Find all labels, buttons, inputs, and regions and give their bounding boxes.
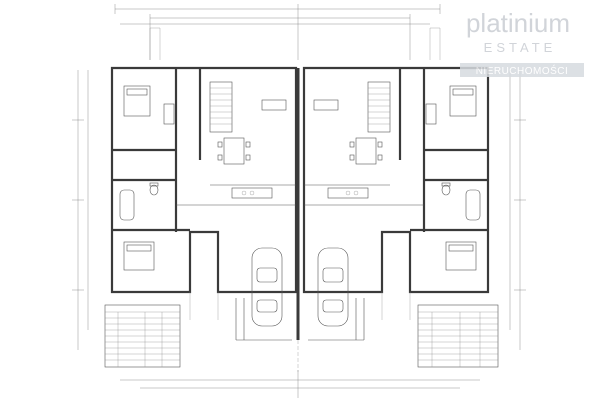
bed-icon bbox=[123, 85, 151, 117]
table-icon bbox=[349, 137, 383, 165]
bed-icon bbox=[449, 85, 477, 117]
roof-outline-left bbox=[149, 27, 161, 60]
room-table-right bbox=[417, 304, 499, 368]
kitchen-icon bbox=[231, 187, 273, 199]
kitchen-icon bbox=[327, 187, 369, 199]
dimension-lines bbox=[72, 4, 526, 398]
roof-outline-right bbox=[429, 27, 441, 60]
car-icon bbox=[251, 247, 283, 327]
stairs-icon bbox=[209, 81, 233, 133]
unit-left bbox=[110, 66, 298, 341]
unit-right bbox=[302, 66, 490, 341]
bed-icon bbox=[123, 241, 155, 271]
watermark-estate: ESTATE bbox=[484, 40, 557, 55]
toilet-icon bbox=[441, 182, 451, 196]
bed-icon bbox=[445, 241, 477, 271]
bath-icon bbox=[119, 189, 135, 221]
toilet-icon bbox=[149, 182, 159, 196]
car-icon bbox=[317, 247, 349, 327]
table-icon bbox=[217, 137, 251, 165]
bath-icon bbox=[465, 189, 481, 221]
watermark-badge bbox=[460, 63, 584, 77]
watermark-logo: platinium ESTATE NIERUCHOMOŚCI bbox=[460, 8, 584, 77]
watermark-brand: platinium bbox=[466, 8, 570, 38]
watermark-tagline: NIERUCHOMOŚCI bbox=[476, 64, 569, 77]
room-table-left bbox=[104, 304, 181, 368]
stairs-icon bbox=[367, 81, 391, 133]
